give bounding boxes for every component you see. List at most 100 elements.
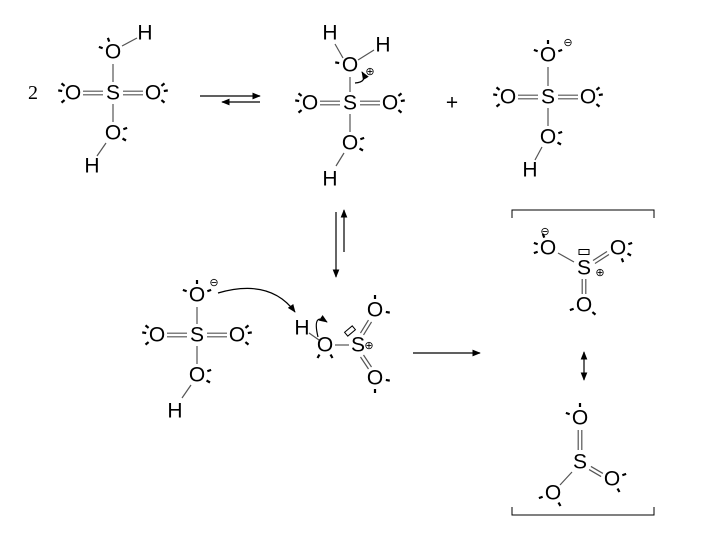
hydrogen-atom: H xyxy=(322,168,337,191)
oxygen-atom: O xyxy=(545,482,561,505)
oxygen-atom: O xyxy=(540,126,556,149)
oxygen-atom: O xyxy=(342,132,358,155)
hydrogen-atom: H xyxy=(167,400,182,423)
hydrogen-atom: H xyxy=(375,34,390,57)
positive-charge-icon: ⊕ xyxy=(595,267,604,279)
lone-pair xyxy=(106,37,111,43)
hydrogen-atom: H xyxy=(294,317,309,340)
lone-pair xyxy=(595,86,601,91)
lone-pair xyxy=(60,99,66,104)
lone-pair xyxy=(533,241,539,246)
lone-pair xyxy=(557,48,563,53)
lone-pair xyxy=(595,103,601,108)
curved-electron-arrow xyxy=(315,315,328,338)
lone-pair xyxy=(122,126,128,131)
lone-pair xyxy=(621,472,627,477)
lone-pair xyxy=(316,353,321,359)
oxygen-atom: O xyxy=(500,86,516,109)
single-bond xyxy=(559,471,573,486)
oxygen-atom: O xyxy=(610,237,626,260)
lone-pair xyxy=(385,378,390,382)
lone-pair xyxy=(205,379,211,384)
empty-orbital-icon xyxy=(343,325,357,337)
sulfur-atom: S xyxy=(190,324,204,347)
lone-pair xyxy=(569,307,575,312)
positive-charge-icon: ⊕ xyxy=(364,340,373,352)
single-bond xyxy=(557,252,575,263)
lone-pair xyxy=(359,136,365,141)
lone-pair xyxy=(538,495,544,500)
double-bond xyxy=(363,321,373,336)
lone-pair xyxy=(557,501,562,507)
oxygen-atom: O xyxy=(302,92,318,115)
lone-pair xyxy=(160,99,166,104)
lone-pair xyxy=(533,48,539,53)
lone-pair xyxy=(206,288,212,293)
lone-pair xyxy=(358,147,364,152)
negative-charge-icon: ⊖ xyxy=(563,37,572,49)
lone-pair xyxy=(60,82,66,87)
lone-pair xyxy=(142,331,147,335)
lone-pair xyxy=(329,353,334,359)
oxygen-atom: O xyxy=(580,86,596,109)
lone-pair xyxy=(163,89,168,93)
negative-charge-icon: ⊖ xyxy=(540,226,549,238)
double-bond xyxy=(590,465,604,474)
sulfur-atom: S xyxy=(351,334,365,357)
lone-pair xyxy=(591,311,597,316)
sulfur-atom: S xyxy=(343,92,357,115)
double-bond xyxy=(592,250,608,261)
empty-orbital-icon xyxy=(578,249,590,255)
lone-pair xyxy=(626,252,632,257)
single-bond xyxy=(121,37,138,47)
curved-electron-arrow xyxy=(354,71,369,84)
negative-charge-icon: ⊖ xyxy=(209,277,218,289)
lone-pair xyxy=(58,89,63,93)
lone-pair xyxy=(244,324,250,329)
double-bond xyxy=(360,356,370,370)
lone-pair xyxy=(244,341,250,346)
lone-pair xyxy=(397,109,403,114)
lone-pair xyxy=(144,341,150,346)
lone-pair xyxy=(397,92,403,97)
oxygen-atom: O xyxy=(367,367,383,390)
double-bond xyxy=(359,319,369,334)
single-bond xyxy=(335,152,345,167)
lone-pair xyxy=(98,45,104,50)
single-bond xyxy=(308,332,320,341)
oxygen-atom: O xyxy=(229,324,245,347)
single-bond xyxy=(334,43,344,59)
lone-pair xyxy=(616,487,621,493)
lone-pair xyxy=(627,241,633,246)
lone-pair xyxy=(533,250,539,255)
double-bond xyxy=(588,469,602,478)
lone-pair xyxy=(295,99,300,103)
lone-pair xyxy=(493,93,498,97)
sulfur-atom: S xyxy=(573,451,587,474)
hydrogen-atom: H xyxy=(522,159,537,182)
single-bond xyxy=(357,49,375,61)
lone-pair xyxy=(495,103,501,108)
hydrogen-atom: H xyxy=(84,155,99,178)
sulfur-atom: S xyxy=(577,257,591,280)
lone-pair xyxy=(182,288,188,293)
oxygen-atom: O xyxy=(189,284,205,307)
stoichiometric-coefficient: 2 xyxy=(28,82,38,104)
lone-pair xyxy=(297,109,303,114)
lone-pair xyxy=(556,141,562,146)
lone-pair xyxy=(335,61,340,65)
lone-pair xyxy=(247,331,252,335)
lone-pair xyxy=(565,411,571,416)
plus-sign: + xyxy=(446,92,458,115)
nucleophilic-attack-arrow xyxy=(217,287,296,313)
single-bond xyxy=(96,142,107,157)
bracket-top xyxy=(511,209,655,218)
oxygen-atom: O xyxy=(317,334,333,357)
oxygen-atom: O xyxy=(382,92,398,115)
oxygen-atom: O xyxy=(604,468,620,491)
lone-pair xyxy=(598,93,603,97)
lone-pair xyxy=(160,82,166,87)
oxygen-atom: O xyxy=(576,294,592,317)
sulfur-atom: S xyxy=(106,82,120,105)
oxygen-atom: O xyxy=(342,54,358,77)
